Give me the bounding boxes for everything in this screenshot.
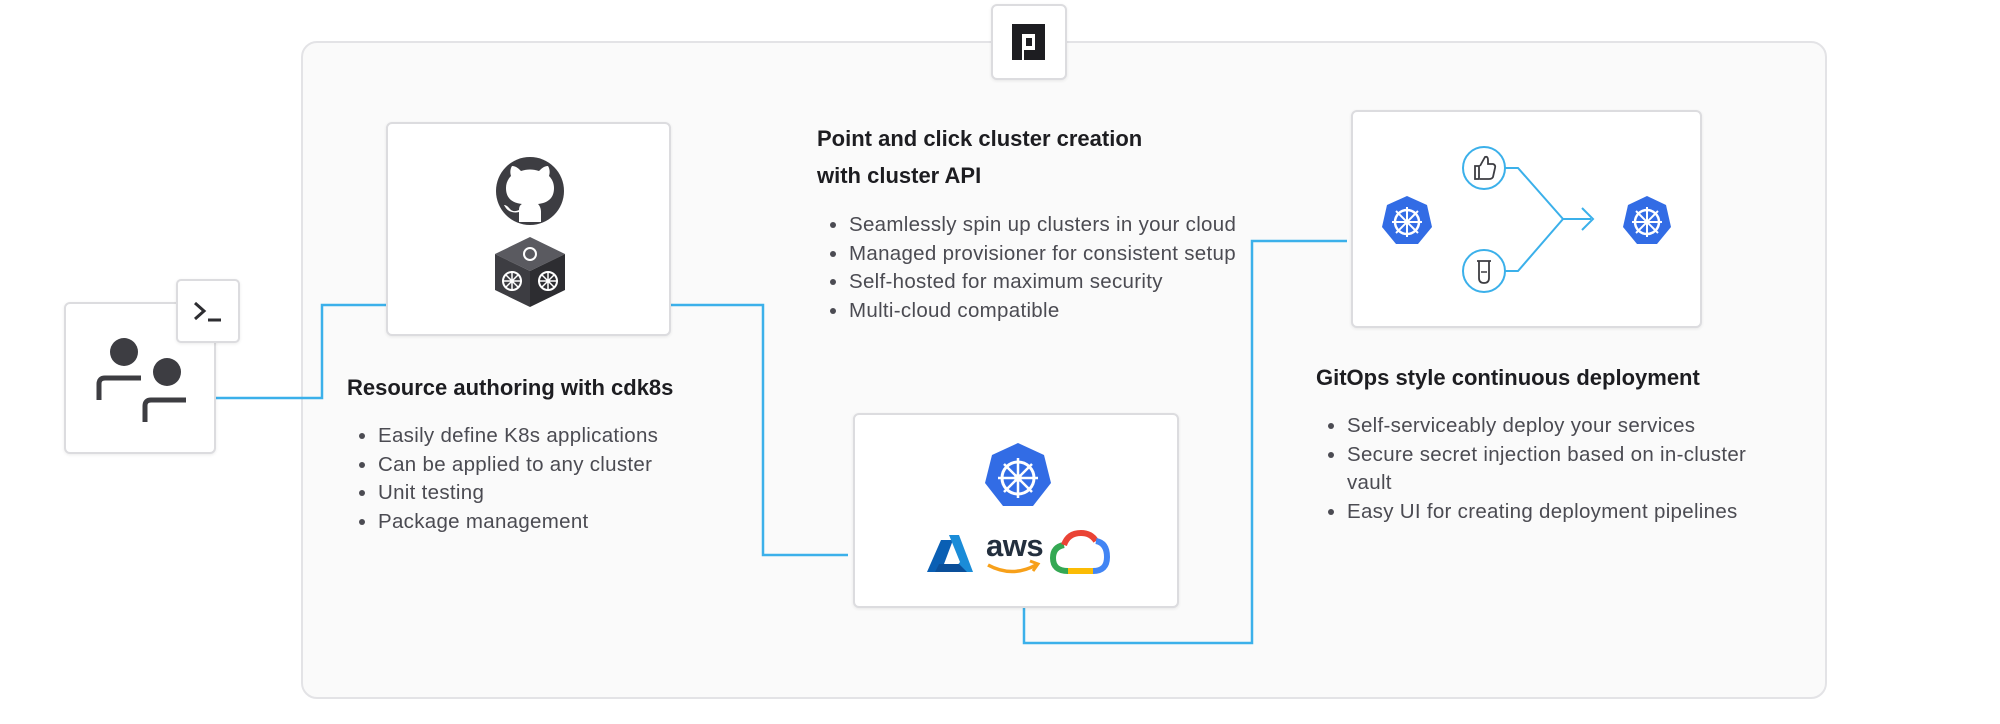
list-item: Secure secret injection based on in-clus… (1347, 441, 1767, 498)
plural-logo-icon (1012, 24, 1045, 60)
authoring-bullets: Easily define K8s applications Can be ap… (346, 422, 758, 536)
terminal-icon (194, 301, 221, 322)
users-card (64, 302, 216, 454)
list-item: Multi-cloud compatible (849, 297, 1249, 326)
list-item: Self-hosted for maximum security (849, 268, 1249, 297)
deployment-bullets: Self-serviceably deploy your services Se… (1315, 412, 1767, 526)
list-item: Self-serviceably deploy your services (1347, 412, 1767, 441)
cluster-creation-title: Point and click cluster creation with cl… (817, 126, 1143, 188)
logo-card (991, 4, 1067, 80)
kubernetes-target-icon (1623, 196, 1671, 244)
kubernetes-source-icon (1382, 196, 1432, 244)
cdk8s-cube-icon (495, 237, 565, 307)
terminal-card (176, 279, 240, 343)
kubernetes-icon (985, 443, 1051, 506)
list-item: Can be applied to any cluster (378, 451, 758, 480)
google-cloud-logo-icon (1049, 529, 1111, 574)
pipeline-flow-lines (1496, 167, 1595, 272)
aws-smile-icon (987, 559, 1041, 574)
list-item: Seamlessly spin up clusters in your clou… (849, 211, 1249, 240)
aws-logo-text: aws (986, 528, 1044, 563)
authoring-title: Resource authoring with cdk8s (347, 375, 674, 400)
connector-users-to-authoring (216, 303, 388, 400)
team-users-icon (96, 338, 186, 422)
cdk8s-card (386, 122, 671, 336)
list-item: Package management (378, 508, 758, 537)
test-tube-icon (1462, 249, 1506, 293)
clouds-card: aws (853, 413, 1179, 608)
deployment-title: GitOps style continuous deployment (1316, 365, 1700, 390)
connector-authoring-to-clouds (667, 303, 848, 557)
connector-clouds-to-gitops (1022, 239, 1347, 645)
github-icon (496, 157, 564, 225)
list-item: Easy UI for creating deployment pipeline… (1347, 498, 1767, 527)
cluster-creation-bullets: Seamlessly spin up clusters in your clou… (817, 211, 1249, 325)
approval-thumbs-up-icon (1462, 146, 1506, 190)
list-item: Easily define K8s applications (378, 422, 758, 451)
azure-logo-icon (927, 535, 973, 572)
list-item: Managed provisioner for consistent setup (849, 240, 1249, 269)
pipeline-card (1351, 110, 1702, 328)
list-item: Unit testing (378, 479, 758, 508)
